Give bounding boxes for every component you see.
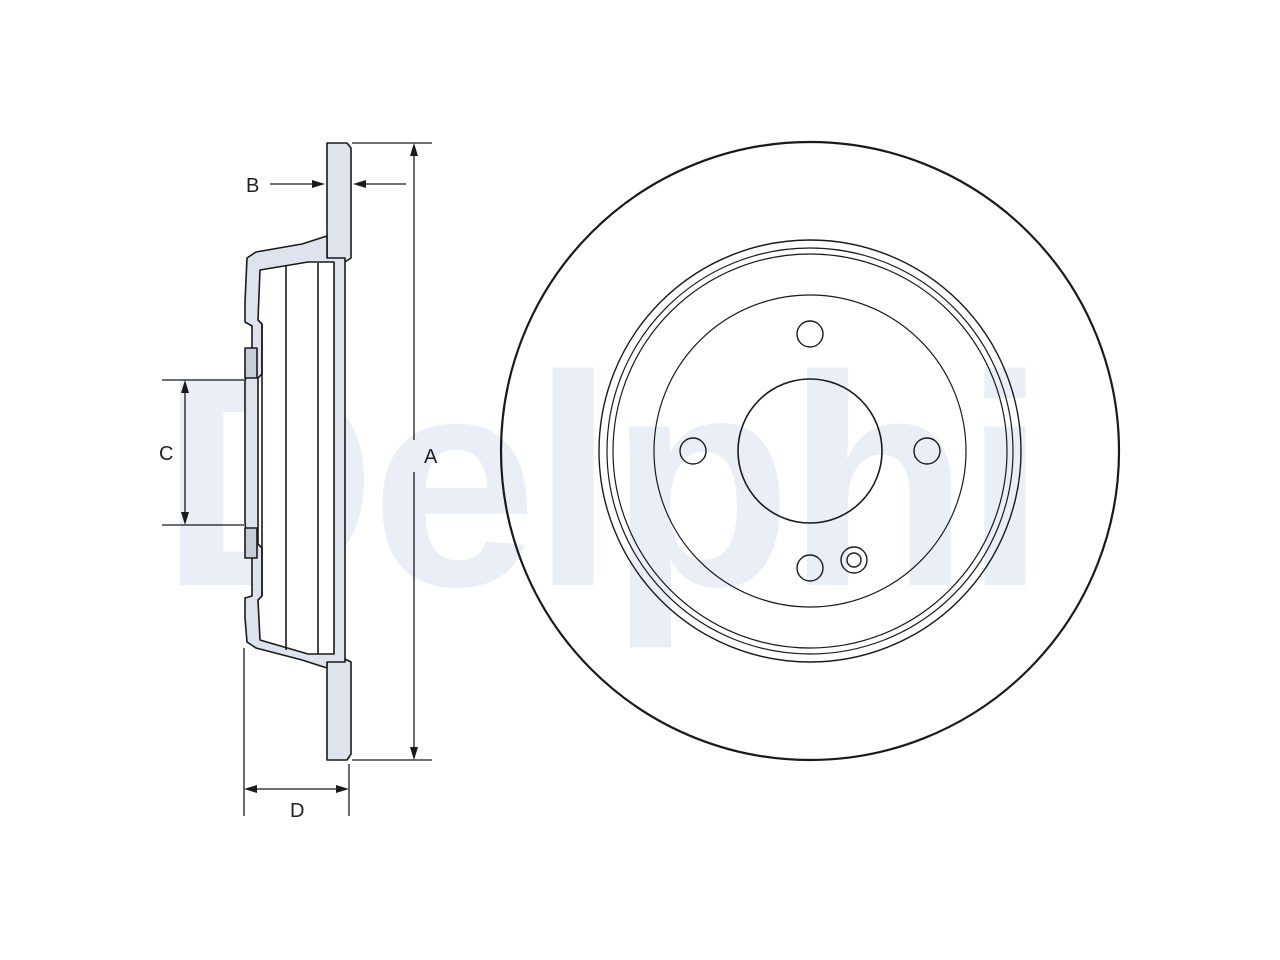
locating-pin-inner <box>846 552 862 568</box>
bolt-boss-lower <box>244 527 258 559</box>
arrow-b-left <box>312 180 325 188</box>
dim-label-d: D <box>290 800 304 822</box>
arrow-b-right <box>353 180 366 188</box>
front-view <box>499 140 1121 762</box>
dim-label-c: C <box>159 443 173 465</box>
bolt-hole-left <box>679 437 707 465</box>
bolt-boss-upper <box>244 347 258 379</box>
disc-section-top <box>326 142 352 263</box>
disc-outer-edge <box>499 140 1121 762</box>
locating-pin-outer <box>840 546 868 574</box>
bolt-hole-bottom <box>796 554 824 582</box>
disc-section-bottom <box>326 658 352 761</box>
bolt-hole-right <box>913 437 941 465</box>
centre-bore <box>737 378 883 524</box>
hat-step-ring <box>612 253 1008 649</box>
dimension-lines <box>162 142 432 816</box>
arrow-d-right <box>336 785 349 793</box>
dimension-arrowheads <box>181 143 418 793</box>
hat-outer-ring <box>606 247 1014 655</box>
arrow-a-top <box>410 143 418 156</box>
arrow-c-bottom <box>181 512 189 525</box>
dim-label-b: B <box>246 175 259 197</box>
friction-inner-edge <box>598 239 1022 663</box>
mounting-face-ring <box>653 294 967 608</box>
dim-label-a: A <box>424 446 438 468</box>
arrow-a-bottom <box>410 747 418 760</box>
bolt-hole-top <box>796 320 824 348</box>
hat-inner-cavity <box>257 261 335 655</box>
arrow-d-left <box>244 785 257 793</box>
side-section-view <box>244 142 352 761</box>
arrow-c-top <box>181 380 189 393</box>
